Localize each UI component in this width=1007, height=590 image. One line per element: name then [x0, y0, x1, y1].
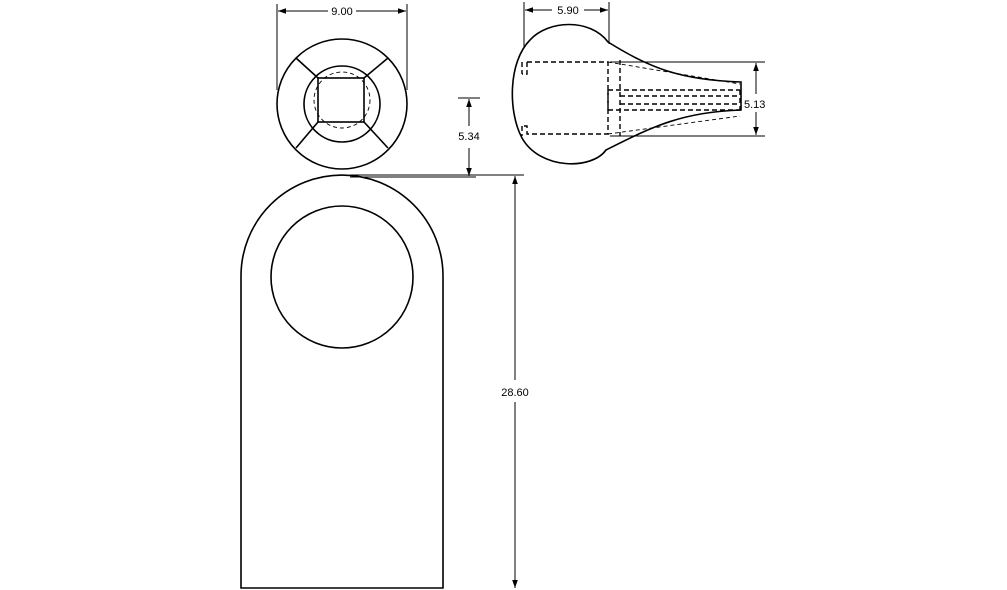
- spoke-top-left: [295, 57, 319, 79]
- outer-circle: [276, 38, 408, 170]
- hidden-bore: [522, 61, 609, 135]
- dim-gap-height: 5.34: [350, 97, 480, 178]
- dim-label-body-height: 28.60: [501, 387, 529, 399]
- hidden-outer-top: [607, 61, 741, 85]
- dim-label-side-width: 5.90: [557, 5, 578, 17]
- side-view: [511, 23, 742, 165]
- top-view: [276, 38, 408, 170]
- front-view: [240, 174, 444, 589]
- spoke-bottom-left: [295, 121, 319, 149]
- dim-body-height: 28.60: [350, 174, 529, 588]
- side-profile-outline: [511, 23, 742, 165]
- spoke-top-right: [363, 57, 389, 79]
- body-hole: [270, 205, 414, 349]
- square-socket: [317, 77, 365, 123]
- dim-top-width: 9.00: [276, 4, 408, 90]
- dim-label-top-width: 9.00: [331, 6, 352, 18]
- middle-circle: [303, 65, 381, 143]
- spoke-bottom-right: [363, 121, 389, 149]
- dim-label-gap-height: 5.34: [458, 131, 479, 143]
- dim-label-side-height: 5.13: [744, 99, 765, 111]
- hidden-shaft: [607, 89, 740, 111]
- body-outline: [240, 174, 444, 589]
- dim-side-width: 5.90: [523, 2, 610, 48]
- hidden-outer-bot: [607, 115, 741, 135]
- dim-side-height: 5.13: [610, 61, 765, 137]
- hidden-circle: [313, 71, 371, 129]
